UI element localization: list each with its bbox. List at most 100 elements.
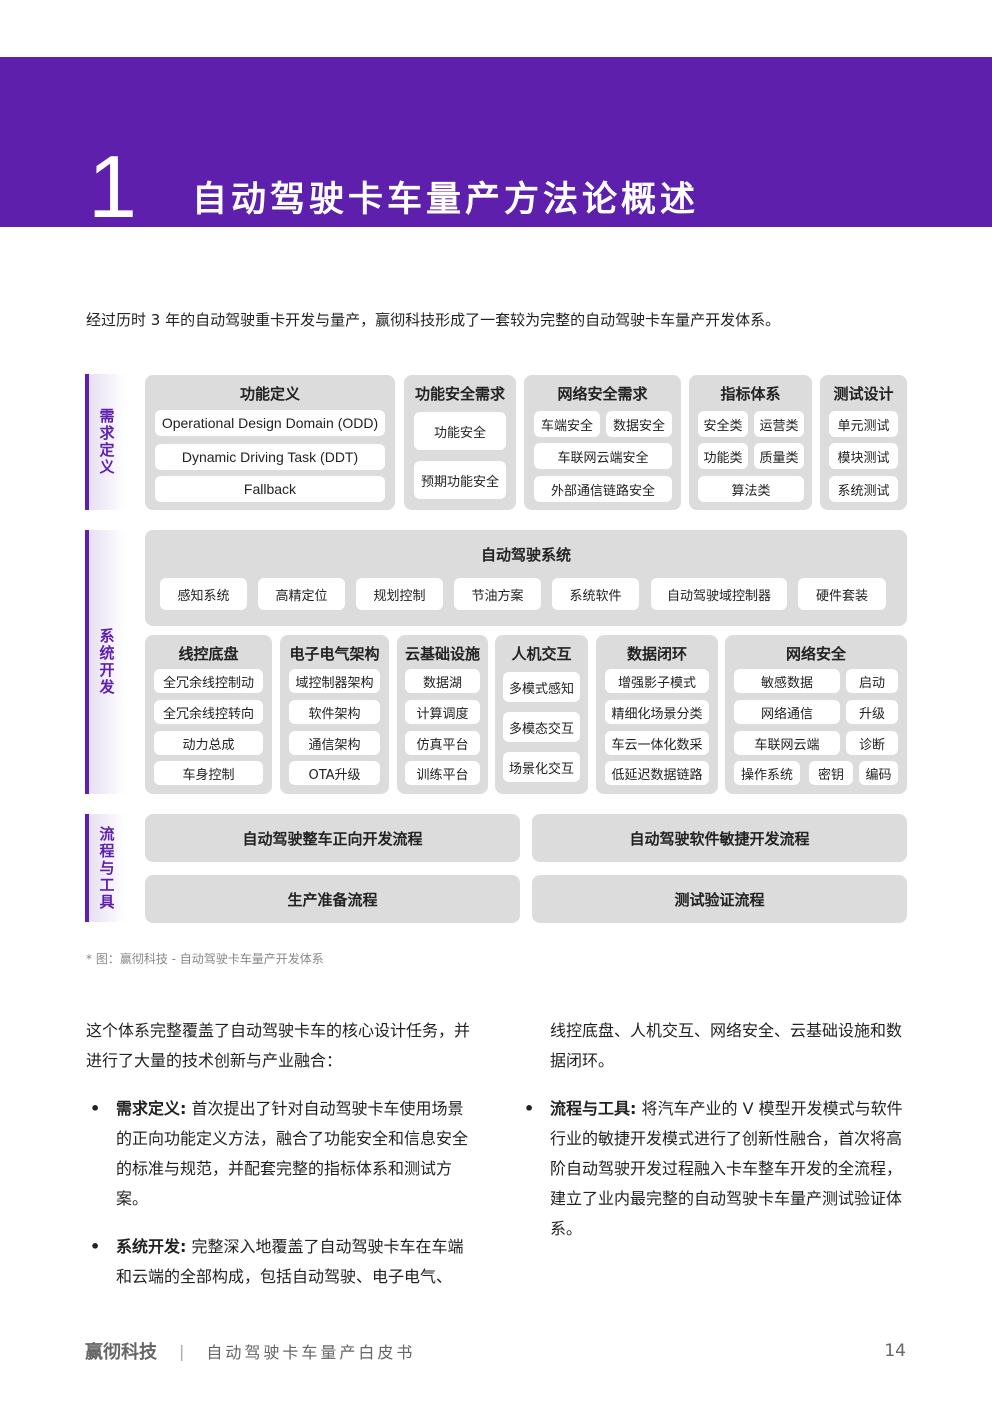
body-paragraph: 这个体系完整覆盖了自动驾驶卡车的核心设计任务，并进行了大量的技术创新与产业融合： — [86, 1021, 471, 1070]
bullet-process-tools: • 流程与工具: 将汽车产业的 V 模型开发模式与软件行业的敏捷开发模式进行了创… — [520, 1094, 910, 1244]
pill-function-metric: 功能类 — [698, 443, 748, 469]
panel-title: 电子电气架构 — [289, 645, 380, 663]
chapter-title: 自动驾驶卡车量产方法论概述 — [192, 180, 700, 220]
panel-data-loop: 数据闭环 增强影子模式 精细化场景分类 车云一体化数采 低延迟数据链路 — [596, 635, 718, 794]
pill-sensitive-data: 敏感数据 — [734, 669, 840, 693]
pill-domain-arch: 域控制器架构 — [289, 669, 380, 693]
panel-metrics: 指标体系 安全类 运营类 功能类 质量类 算法类 — [689, 375, 812, 510]
pill-diagnostics: 诊断 — [846, 731, 898, 755]
chapter-number: 1 — [88, 137, 137, 236]
pill-multimodal-interaction: 多模态交互 — [503, 712, 580, 742]
bullet-system-development: • 系统开发: 完整深入地覆盖了自动驾驶卡车在车端和云端的全部构成，包括自动驾驶… — [86, 1232, 476, 1292]
flow-agile-software: 自动驾驶软件敏捷开发流程 — [532, 814, 907, 862]
body-right-column: 线控底盘、人机交互、网络安全、云基础设施和数据闭环。 • 流程与工具: 将汽车产… — [520, 1016, 910, 1262]
panel-title: 云基础设施 — [404, 645, 480, 663]
section-label-system: 系统开发 — [85, 530, 125, 794]
pill-os: 操作系统 — [734, 761, 800, 785]
panel-title: 功能安全需求 — [414, 385, 505, 403]
pill-domain-controller: 自动驾驶域控制器 — [651, 578, 787, 610]
pill-data-lake: 数据湖 — [405, 669, 480, 693]
panel-title: 数据闭环 — [626, 645, 687, 663]
pill-software-arch: 软件架构 — [289, 700, 380, 724]
section-label-process: 流程与工具 — [85, 814, 125, 922]
panel-title: 功能定义 — [239, 385, 300, 403]
pill-fuel-saving: 节油方案 — [454, 578, 541, 610]
pill-comm-arch: 通信架构 — [289, 731, 380, 755]
bullet-dot: • — [524, 1099, 535, 1118]
pill-shadow-mode: 增强影子模式 — [605, 669, 709, 693]
bullet-text: 完整深入地覆盖了自动驾驶卡车在车端和云端的全部构成，包括自动驾驶、电子电气、 — [116, 1237, 464, 1286]
pill-simulation: 仿真平台 — [405, 731, 480, 755]
pill-training: 训练平台 — [405, 761, 480, 785]
pill-brake: 全冗余线控制动 — [154, 669, 263, 693]
panel-network-security-requirements: 网络安全需求 车端安全 数据安全 车联网云端安全 外部通信链路安全 — [524, 375, 681, 510]
panel-title: 指标体系 — [720, 385, 781, 403]
chapter-banner: 1 自动驾驶卡车量产方法论概述 — [0, 57, 992, 236]
pill-cloud: 车联网云端 — [734, 731, 840, 755]
figure-caption: * 图：赢彻科技 - 自动驾驶卡车量产开发体系 — [86, 952, 324, 966]
pill-upgrade: 升级 — [846, 700, 898, 724]
pill-operation-metric: 运营类 — [754, 411, 804, 437]
pill-vehicle-security: 车端安全 — [534, 411, 600, 437]
bullet-text: 将汽车产业的 V 模型开发模式与软件行业的敏捷开发模式进行了创新性融合，首次将高… — [550, 1099, 903, 1238]
intro-paragraph: 经过历时 3 年的自动驾驶重卡开发与量产，赢彻科技形成了一套较为完整的自动驾驶卡… — [86, 311, 781, 329]
panel-ad-system: 自动驾驶系统 感知系统 高精定位 规划控制 节油方案 系统软件 自动驾驶域控制器… — [145, 530, 907, 626]
panel-title: 人机交互 — [511, 645, 572, 663]
flow-test-validation: 测试验证流程 — [532, 875, 907, 923]
pill-network-comm: 网络通信 — [734, 700, 840, 724]
bullet-term: 流程与工具: — [550, 1099, 637, 1118]
pill-perception: 感知系统 — [160, 578, 247, 610]
bullet-term: 需求定义: — [116, 1099, 187, 1118]
panel-test-design: 测试设计 单元测试 模块测试 系统测试 — [820, 375, 907, 510]
pill-compute-scheduling: 计算调度 — [405, 700, 480, 724]
panel-title: 网络安全 — [785, 645, 846, 663]
pill-localization: 高精定位 — [258, 578, 345, 610]
pill-unit-test: 单元测试 — [829, 411, 898, 437]
pill-odd: Operational Design Domain (ODD) — [155, 410, 385, 436]
flow-production-prep: 生产准备流程 — [145, 875, 520, 923]
pill-hardware-kit: 硬件套装 — [798, 578, 886, 610]
pill-planning-control: 规划控制 — [356, 578, 443, 610]
pill-module-test: 模块测试 — [829, 443, 898, 469]
panel-title: 网络安全需求 — [557, 385, 648, 403]
footer-separator: | — [179, 1341, 185, 1361]
pill-system-software: 系统软件 — [552, 578, 639, 610]
panel-title: 自动驾驶系统 — [480, 546, 571, 564]
flow-vehicle-development: 自动驾驶整车正向开发流程 — [145, 814, 520, 862]
panel-network-security: 网络安全 敏感数据 启动 网络通信 升级 车联网云端 诊断 操作系统 密钥 编码 — [725, 635, 907, 794]
pill-ota: OTA升级 — [289, 761, 380, 785]
body-paragraph: 线控底盘、人机交互、网络安全、云基础设施和数据闭环。 — [550, 1021, 903, 1070]
pill-encoding: 编码 — [859, 761, 898, 785]
panel-functional-definition: 功能定义 Operational Design Domain (ODD) Dyn… — [145, 375, 395, 510]
footer-doc-title: 自动驾驶卡车量产白皮书 — [206, 1343, 416, 1362]
section-label-requirements: 需求定义 — [85, 374, 125, 510]
pill-key: 密钥 — [809, 761, 853, 785]
pill-system-test: 系统测试 — [829, 476, 898, 502]
bullet-text: 首次提出了针对自动驾驶卡车使用场景的正向功能定义方法，融合了功能安全和信息安全的… — [116, 1099, 469, 1208]
pill-boot: 启动 — [846, 669, 898, 693]
pill-ddt: Dynamic Driving Task (DDT) — [155, 444, 385, 470]
footer-brand: 赢彻科技 — [85, 1342, 157, 1363]
panel-title: 线控底盘 — [178, 645, 239, 663]
pill-quality-metric: 质量类 — [754, 443, 804, 469]
body-left-column: 这个体系完整覆盖了自动驾驶卡车的核心设计任务，并进行了大量的技术创新与产业融合：… — [86, 1016, 476, 1310]
pill-vehicle-cloud-collection: 车云一体化数采 — [605, 731, 709, 755]
pill-data-security: 数据安全 — [606, 411, 672, 437]
pill-external-link-security: 外部通信链路安全 — [534, 476, 672, 502]
pill-algorithm-metric: 算法类 — [698, 476, 804, 502]
pill-steering: 全冗余线控转向 — [154, 700, 263, 724]
panel-safety-requirements: 功能安全需求 功能安全 预期功能安全 — [404, 375, 516, 510]
pill-multimode-perception: 多模式感知 — [503, 672, 580, 702]
pill-fallback: Fallback — [155, 476, 385, 502]
panel-hmi: 人机交互 多模式感知 多模态交互 场景化交互 — [495, 635, 588, 794]
pill-safety-metric: 安全类 — [698, 411, 748, 437]
pill-powertrain: 动力总成 — [154, 731, 263, 755]
pill-scenario-classification: 精细化场景分类 — [605, 700, 709, 724]
pill-low-latency-link: 低延迟数据链路 — [605, 761, 709, 785]
panel-title: 测试设计 — [833, 385, 894, 403]
pill-cloud-security: 车联网云端安全 — [534, 443, 672, 469]
bullet-dot: • — [90, 1237, 101, 1256]
pill-functional-safety: 功能安全 — [414, 412, 506, 450]
panel-cloud-infrastructure: 云基础设施 数据湖 计算调度 仿真平台 训练平台 — [397, 635, 488, 794]
page-number: 14 — [884, 1341, 906, 1361]
